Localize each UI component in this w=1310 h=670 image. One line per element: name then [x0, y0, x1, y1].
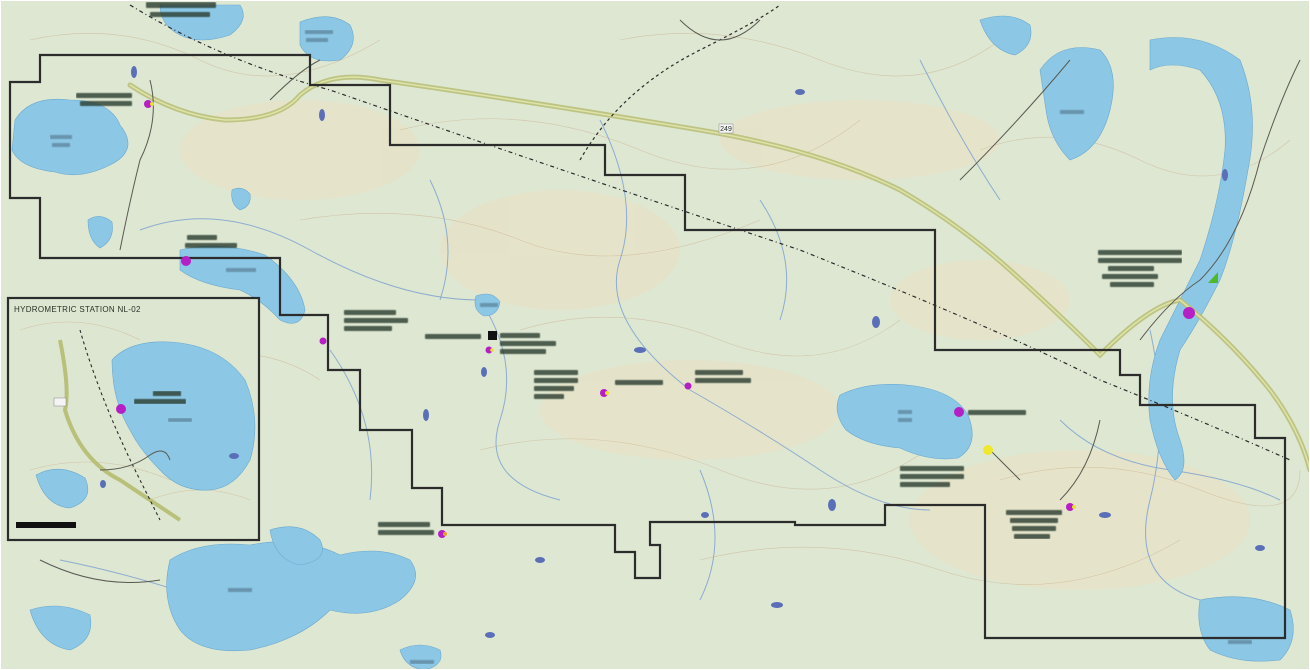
station-marker-8[interactable]: [954, 407, 964, 417]
lake-southwest: [29, 605, 92, 651]
lake-small-2: [231, 187, 251, 211]
station-marker-12[interactable]: [1183, 307, 1195, 319]
station-marker-5[interactable]: [485, 346, 493, 354]
station-marker-6[interactable]: [600, 389, 608, 397]
lake-small-1: [87, 216, 113, 249]
inset-station-marker[interactable]: [116, 404, 126, 414]
lake-west-arm: [179, 245, 306, 324]
highway-route-label: 249: [720, 126, 732, 133]
ponds: [131, 66, 1265, 638]
inset-highway-shield: [53, 397, 67, 407]
inset-labels: [134, 391, 186, 404]
inset-lake-label: [168, 418, 192, 422]
local-roads: [39, 19, 1301, 583]
lake-south-tip: [269, 526, 323, 566]
station-marker-9[interactable]: [983, 445, 993, 455]
station-marker-13[interactable]: [1208, 272, 1218, 283]
lake-name-labels: [50, 30, 1252, 664]
inset-map[interactable]: HYDROMETRIC STATION NL-02: [6, 296, 261, 542]
inset-title: HYDROMETRIC STATION NL-02: [14, 305, 141, 314]
highway-shield: 249: [718, 123, 734, 134]
contour-lines: [29, 33, 1301, 585]
inset-frame: [6, 296, 261, 542]
inset-highway: [58, 339, 182, 522]
study-area-boundary: [8, 53, 1287, 640]
map-labels: [76, 2, 1182, 539]
inset-pond-2: [100, 480, 106, 488]
inset-pond: [229, 453, 239, 459]
station-markers[interactable]: [144, 100, 1218, 538]
station-marker-10[interactable]: [1066, 503, 1074, 511]
station-marker-2[interactable]: [181, 256, 191, 266]
lake-northeast: [1039, 47, 1114, 161]
lake-southeast: [1198, 596, 1294, 662]
station-marker-11[interactable]: [438, 530, 446, 538]
inset-lake-small: [35, 468, 89, 509]
transmission-line: [129, 4, 1291, 461]
station-marker-3[interactable]: [319, 337, 327, 345]
river-east: [1148, 37, 1253, 481]
station-marker-4[interactable]: [488, 331, 497, 340]
transmission-line-north: [579, 4, 781, 161]
station-marker-7[interactable]: [684, 382, 692, 390]
inset-transmission: [79, 329, 161, 521]
inset-road: [99, 450, 171, 471]
scale-bar: [16, 522, 76, 528]
inset-lake: [111, 341, 256, 491]
lakes: [11, 4, 1294, 670]
station-marker-1[interactable]: [144, 100, 152, 108]
lake-northeast-2: [979, 15, 1032, 56]
lake-large-south: [166, 541, 416, 652]
